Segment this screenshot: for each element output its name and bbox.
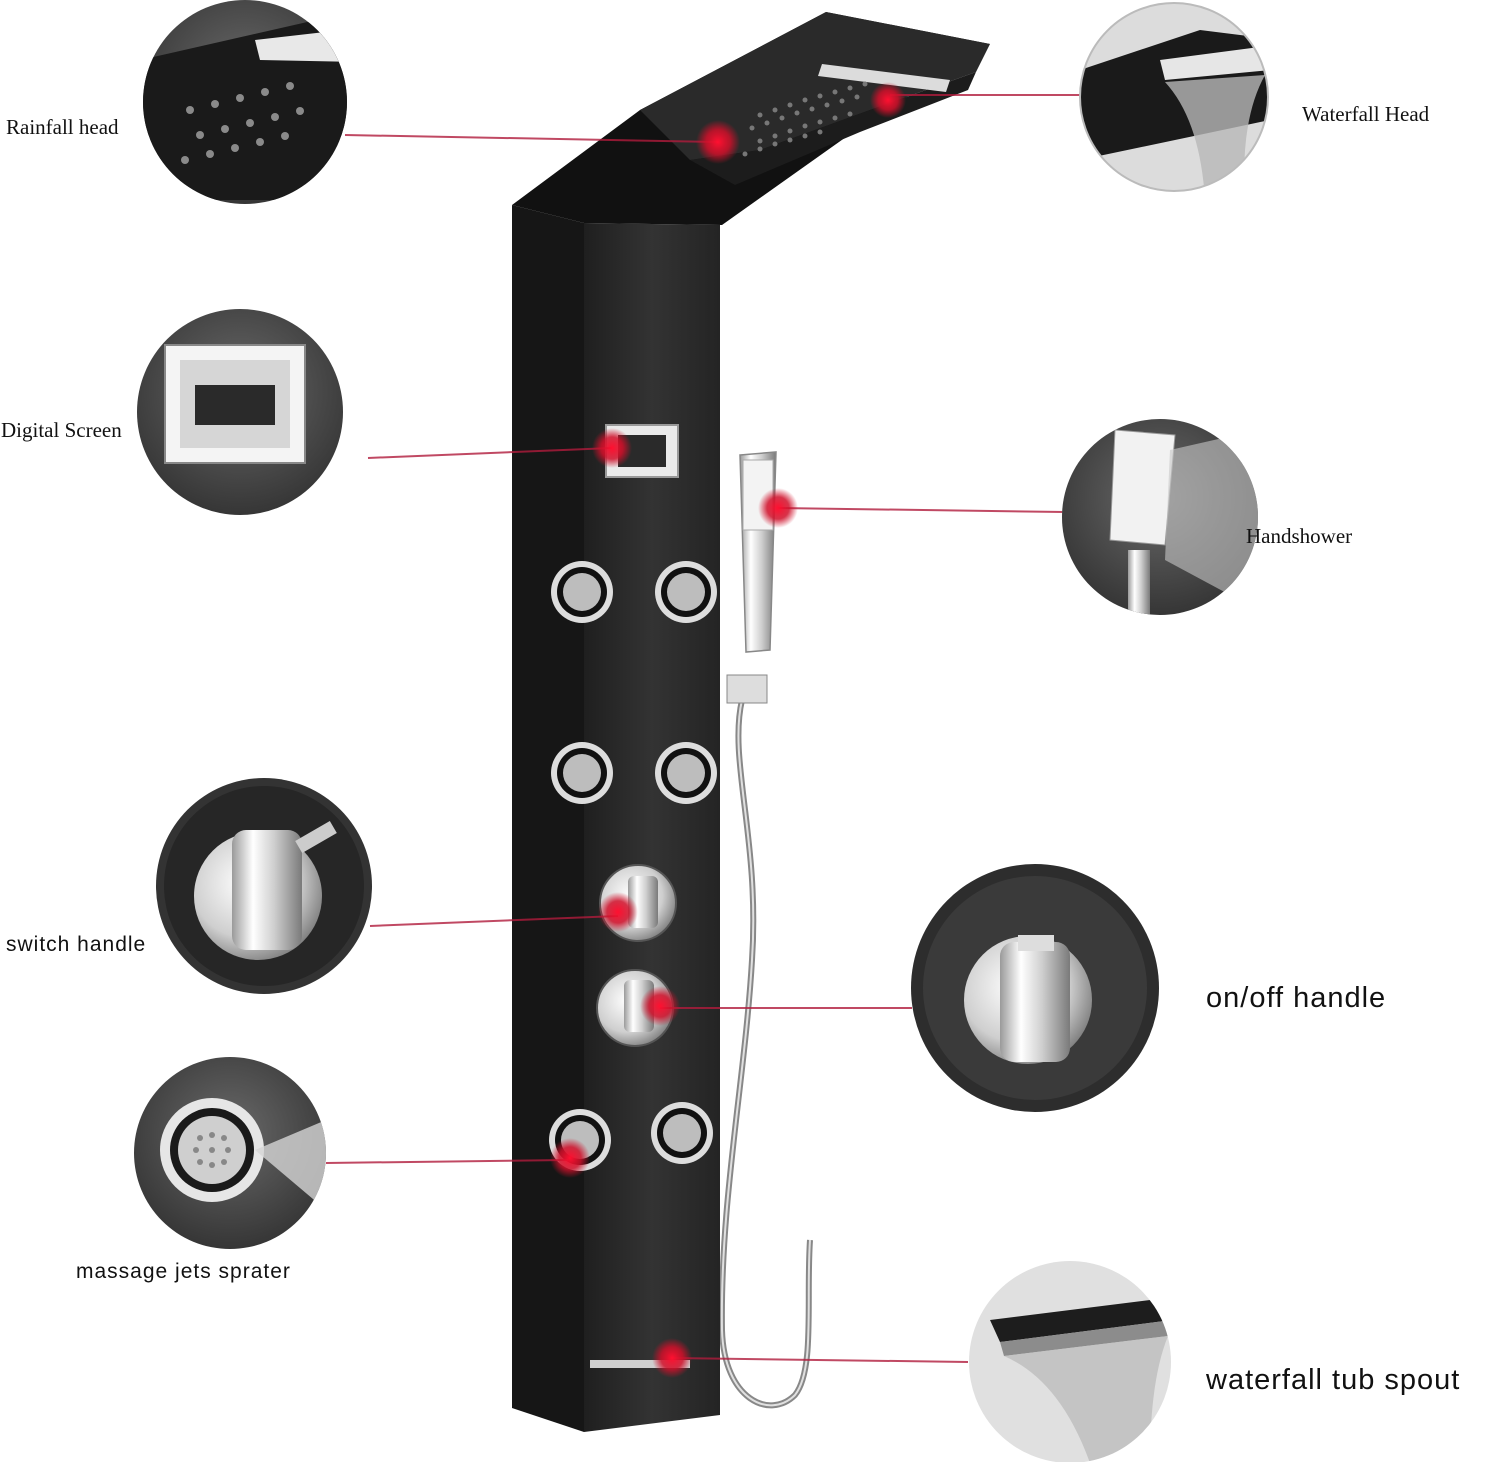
panel-tub-spout [590,1360,690,1368]
hand-shower [726,451,777,704]
label-waterfall-head: Waterfall Head [1302,102,1430,126]
shower-panel [512,12,990,1432]
label-tub-spout: waterfall tub spout [1206,1364,1461,1396]
callout-lines [325,94,1080,1363]
label-handshower: Handshower [1246,524,1353,548]
detail-waterfall-head [1079,2,1269,192]
detail-handshower [1062,419,1258,615]
detail-tub-spout [969,1261,1171,1462]
detail-massage-jets [134,1057,326,1249]
label-massage-jets: massage jets sprater [76,1260,291,1283]
callout-markers [550,82,906,1378]
label-digital-screen: Digital Screen [1,418,122,442]
detail-switch-handle [156,778,372,994]
detail-on-off-handle [911,864,1159,1112]
rainfall-nozzles [742,81,868,157]
detail-rainfall-head [143,0,347,204]
label-on-off-handle: on/off handle [1206,982,1387,1014]
shower-hose [718,699,813,1409]
label-switch-handle: switch handle [6,933,147,956]
label-rainfall-head: Rainfall head [6,115,119,139]
detail-digital-screen [137,309,343,515]
